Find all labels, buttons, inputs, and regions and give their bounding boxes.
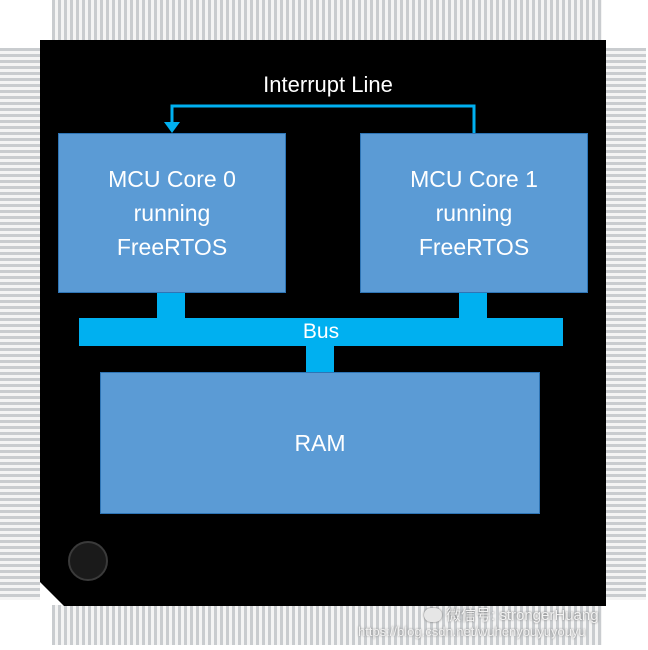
core-1-bus-connector <box>459 293 487 318</box>
wechat-watermark: 微信号: strongerHuang <box>424 604 599 625</box>
core-1-os: FreeRTOS <box>418 234 530 260</box>
mcu-core-1-block: MCU Core 1 running FreeRTOS <box>360 133 588 293</box>
pin-one-marker <box>68 541 108 581</box>
wechat-icon <box>424 607 442 622</box>
chip-pins-top <box>52 0 602 40</box>
ram-label: RAM <box>294 429 346 456</box>
mcu-core-0-block: MCU Core 0 running FreeRTOS <box>58 133 286 293</box>
core-1-running: running <box>435 200 513 226</box>
bus-bar: Bus <box>79 318 563 346</box>
url-watermark: https://blog.csdn.net/wuhenyouyuyouyu <box>358 624 586 639</box>
core-1-title: MCU Core 1 <box>410 166 538 192</box>
chip-pins-bottom <box>52 605 602 645</box>
ram-block: RAM <box>100 372 540 514</box>
chip-pins-left <box>0 48 40 600</box>
interrupt-line-label: Interrupt Line <box>263 72 393 97</box>
core-0-title: MCU Core 0 <box>108 166 236 192</box>
bus-label: Bus <box>302 320 340 343</box>
wechat-id: 微信号: strongerHuang <box>446 607 599 624</box>
core-0-bus-connector <box>157 293 185 318</box>
chip-pins-right <box>606 48 646 600</box>
bus-ram-connector <box>306 346 334 372</box>
core-0-running: running <box>133 200 211 226</box>
core-0-os: FreeRTOS <box>116 234 228 260</box>
